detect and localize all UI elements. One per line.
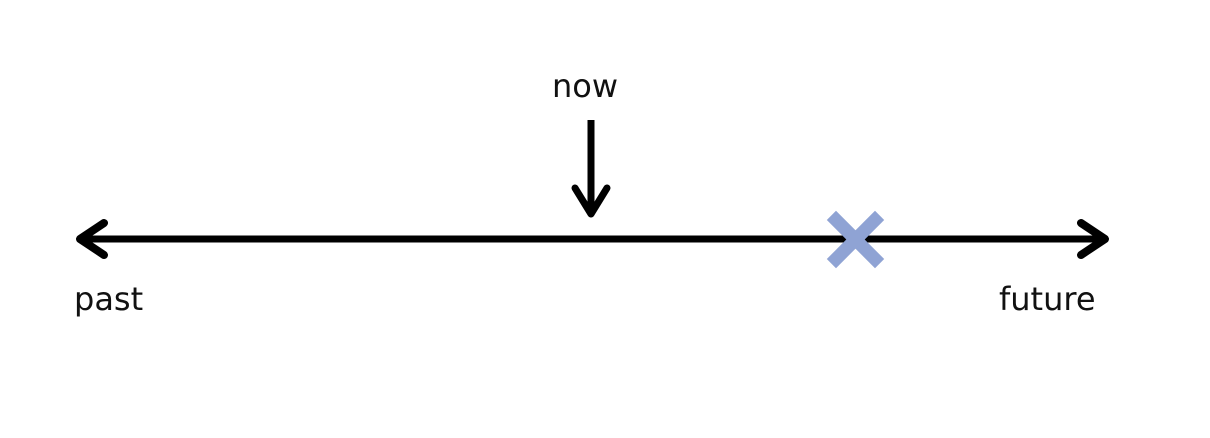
x-marker-icon (826, 210, 885, 269)
future-label: future (999, 280, 1096, 318)
future-arrowhead-icon (1077, 219, 1109, 259)
now-label: now (552, 67, 619, 105)
past-arrowhead-icon (76, 219, 108, 259)
down-arrow-icon (571, 120, 611, 218)
past-label: past (74, 280, 144, 318)
